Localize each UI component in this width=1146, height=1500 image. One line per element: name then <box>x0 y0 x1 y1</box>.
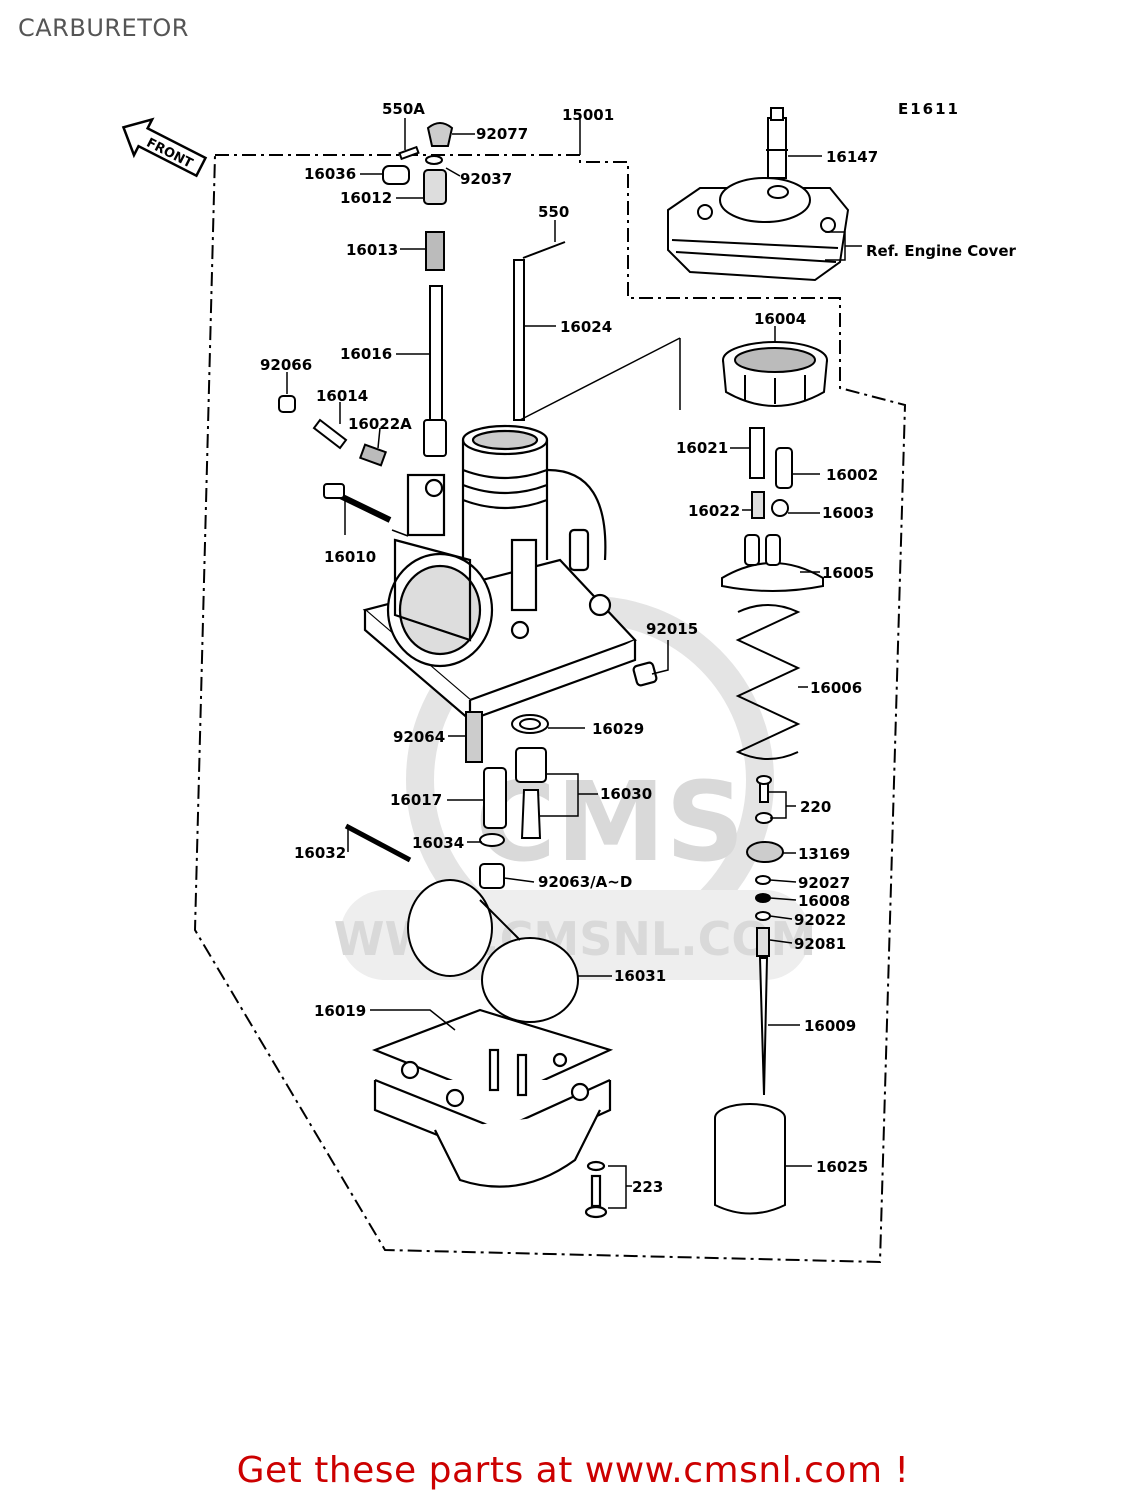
part-label-15001: 15001 <box>562 106 614 124</box>
floats-16031 <box>407 879 579 1023</box>
part-labels: 550A 92077 15001 16147 16036 92037 16012… <box>260 100 1016 1196</box>
diagram-code: E1611 <box>898 100 960 118</box>
part-label-16031: 16031 <box>614 967 666 985</box>
part-label-223: 223 <box>632 1178 663 1196</box>
part-label-16008: 16008 <box>798 892 850 910</box>
part-label-16034: 16034 <box>412 834 464 852</box>
part-label-92081: 92081 <box>794 935 846 953</box>
float-bowl-16019 <box>371 1008 614 1219</box>
part-label-16022A: 16022A <box>348 415 412 433</box>
part-label-16017: 16017 <box>390 791 442 809</box>
part-label-220: 220 <box>800 798 831 816</box>
leader-lines <box>286 118 862 1209</box>
part-label-92077: 92077 <box>476 125 528 143</box>
ref-engine-cover: Ref. Engine Cover <box>866 242 1016 260</box>
part-label-92063: 92063/A~D <box>538 873 632 891</box>
part-label-16013: 16013 <box>346 241 398 259</box>
part-label-92066: 92066 <box>260 356 312 374</box>
top-cover <box>667 177 850 282</box>
part-label-92022: 92022 <box>794 911 846 929</box>
part-label-16006: 16006 <box>810 679 862 697</box>
part-label-16032: 16032 <box>294 844 346 862</box>
watermark-url: WWW.CMSNL.COM <box>334 912 817 966</box>
part-label-16021: 16021 <box>676 439 728 457</box>
carburetor-body <box>362 424 658 723</box>
part-label-16004: 16004 <box>754 310 806 328</box>
jet-parts <box>344 711 549 889</box>
part-label-16019: 16019 <box>314 1002 366 1020</box>
part-label-13169: 13169 <box>798 845 850 863</box>
page-title: CARBURETOR <box>18 14 189 42</box>
part-label-16002: 16002 <box>826 466 878 484</box>
part-label-16003: 16003 <box>822 504 874 522</box>
part-label-16029: 16029 <box>592 720 644 738</box>
part-label-16016: 16016 <box>340 345 392 363</box>
part-label-16147: 16147 <box>826 148 878 166</box>
part-label-16025: 16025 <box>816 1158 868 1176</box>
part-label-16012: 16012 <box>340 189 392 207</box>
part-label-92064: 92064 <box>393 728 445 746</box>
adjuster-16147 <box>766 107 788 179</box>
promo-link[interactable]: Get these parts at www.cmsnl.com ! <box>236 1450 910 1491</box>
part-label-16010: 16010 <box>324 548 376 566</box>
part-label-16005: 16005 <box>822 564 874 582</box>
part-label-16024: 16024 <box>560 318 612 336</box>
part-label-92027: 92027 <box>798 874 850 892</box>
part-label-16009: 16009 <box>804 1017 856 1035</box>
part-label-16030: 16030 <box>600 785 652 803</box>
part-label-92037: 92037 <box>460 170 512 188</box>
assembly-boundary <box>193 154 907 1264</box>
left-top-parts <box>278 122 566 523</box>
cap-ring-16004 <box>722 341 828 407</box>
part-label-92015: 92015 <box>646 620 698 638</box>
part-label-550A: 550A <box>382 100 425 118</box>
part-label-16014: 16014 <box>316 387 368 405</box>
part-label-16022: 16022 <box>688 502 740 520</box>
part-label-16036: 16036 <box>304 165 356 183</box>
front-arrow-icon: FRONT <box>121 117 208 178</box>
part-label-550: 550 <box>538 203 569 221</box>
right-stack-parts <box>714 427 824 1215</box>
